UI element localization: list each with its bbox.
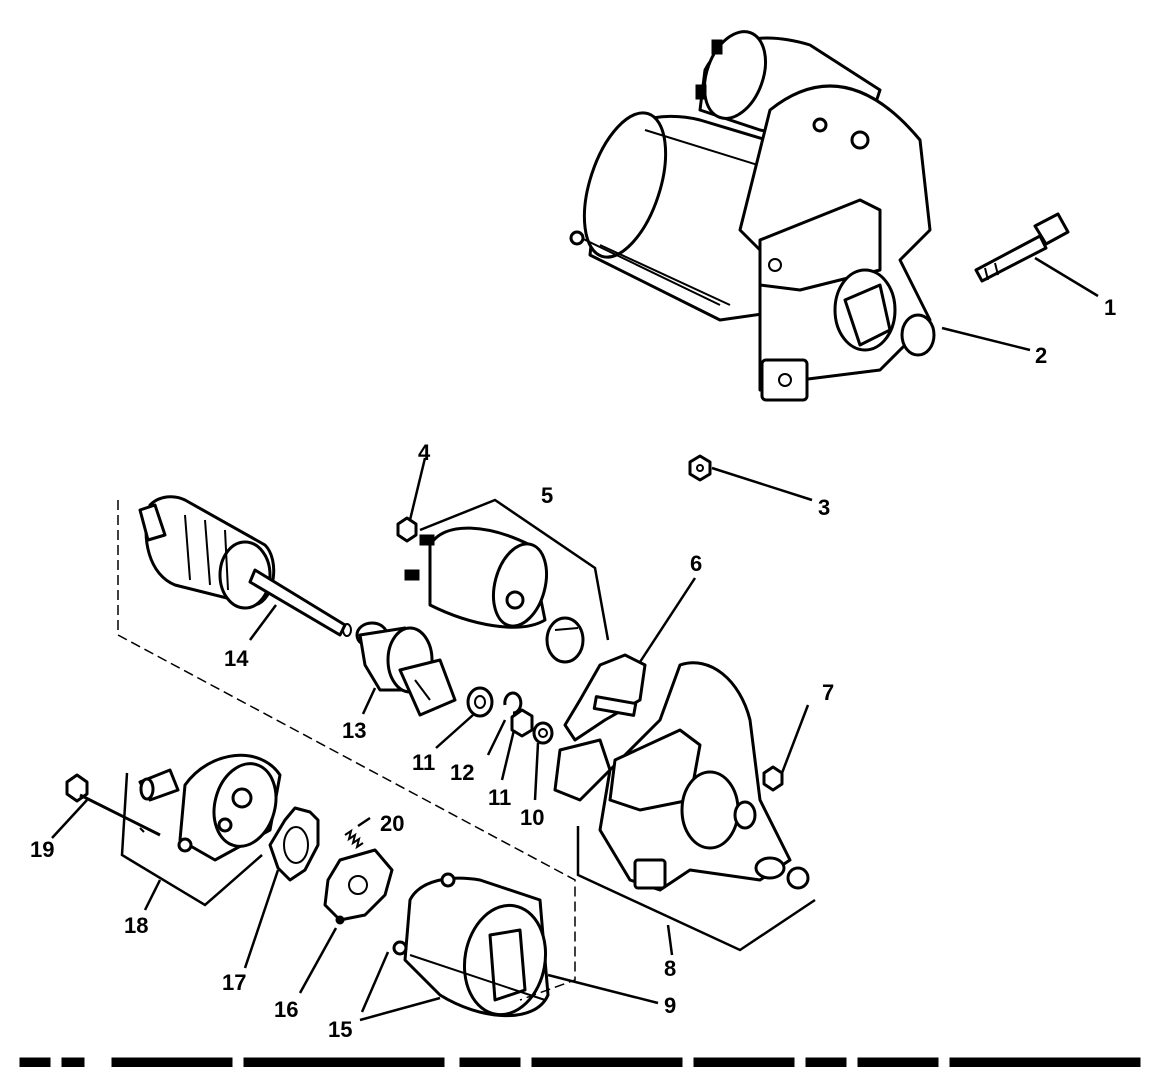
nut-part-3 (688, 454, 712, 482)
end-frame-part-18 (138, 753, 282, 862)
callout-13: 13 (342, 718, 366, 743)
pinion-clutch-part-13 (355, 621, 457, 717)
callout-15: 15 (328, 1017, 352, 1042)
cropped-caption-strip (19, 1057, 1141, 1068)
callout-9: 9 (664, 993, 676, 1018)
field-frame-part-9 (392, 872, 550, 1018)
spring-part-20 (344, 828, 364, 850)
callout-18: 18 (124, 913, 148, 938)
callout-14: 14 (224, 646, 249, 671)
callout-labels: 1 2 3 4 5 6 7 8 9 10 11 11 12 13 14 15 1… (30, 295, 1116, 1042)
callout-19: 19 (30, 837, 54, 862)
callout-10: 10 (520, 805, 544, 830)
bolt-part-1 (974, 212, 1070, 283)
drive-housing-part-8 (598, 661, 810, 892)
nut-part-7 (762, 765, 784, 792)
callout-3: 3 (818, 495, 830, 520)
callout-17: 17 (222, 970, 246, 995)
callout-11b: 11 (488, 785, 511, 810)
leader-lines (51, 256, 1099, 1022)
brush-holder-part-16 (323, 848, 394, 925)
callout-8: 8 (664, 956, 676, 981)
callout-11a: 11 (412, 750, 435, 775)
through-bolt-part-19 (65, 773, 161, 837)
callout-20: 20 (380, 811, 404, 836)
callout-5: 5 (541, 483, 553, 508)
callout-16: 16 (274, 997, 298, 1022)
callout-12: 12 (450, 760, 474, 785)
callout-1: 1 (1104, 295, 1116, 320)
callout-7: 7 (822, 680, 834, 705)
phantom-outline (117, 500, 576, 1001)
armature-part-14 (138, 495, 352, 637)
callout-4: 4 (418, 440, 431, 465)
drive-lever-part-6 (553, 653, 647, 802)
callout-2: 2 (1035, 343, 1047, 368)
brush-plate-part-17 (268, 806, 320, 882)
group-brackets (120, 498, 816, 952)
assembled-starter-motor (569, 30, 936, 402)
nut-part-4 (396, 516, 418, 543)
retaining-rings-parts-10-11-12 (466, 686, 554, 745)
callout-6: 6 (690, 551, 702, 576)
solenoid-part-5 (404, 526, 585, 664)
